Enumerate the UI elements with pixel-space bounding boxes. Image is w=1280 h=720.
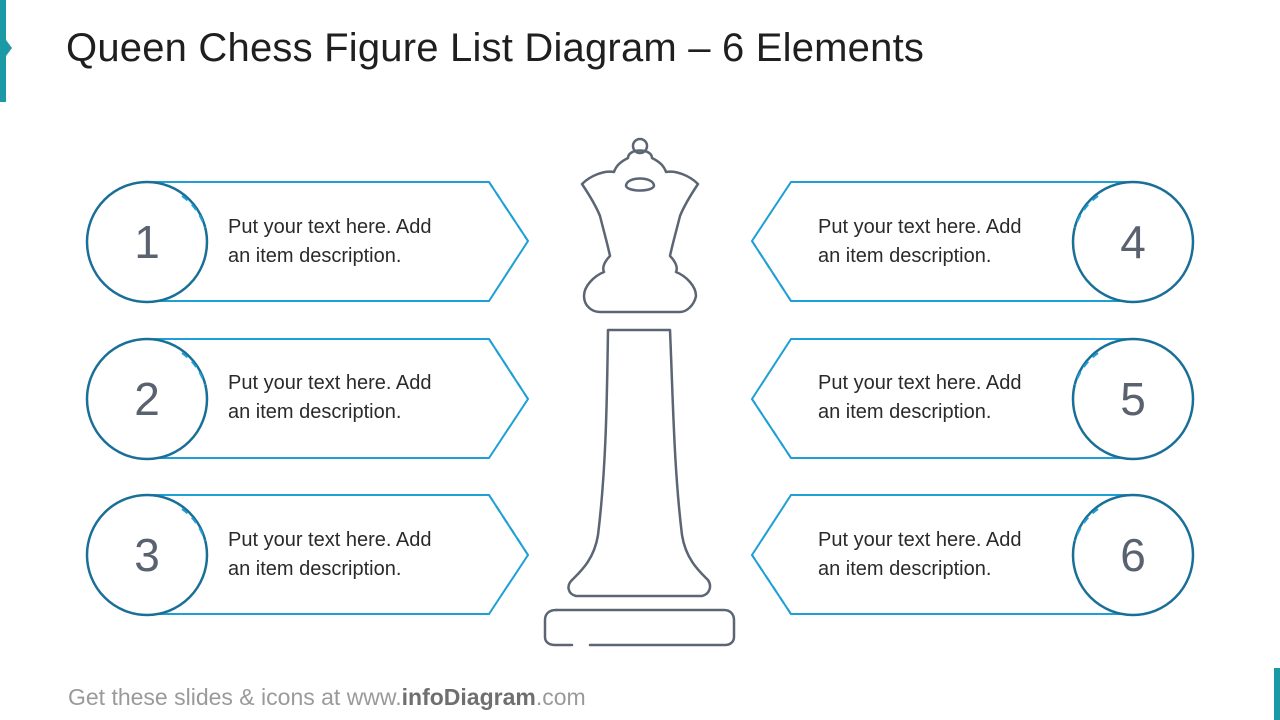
item-text-5: Put your text here. Add an item descript… xyxy=(818,369,1068,427)
item-text-2: Put your text here. Add an item descript… xyxy=(228,369,478,427)
dash-arc-6b xyxy=(751,554,792,615)
item-text-4-line-1: Put your text here. Add xyxy=(818,216,1022,238)
left-accent-bar xyxy=(0,0,12,102)
number-circle-3 xyxy=(85,493,209,617)
footer-brand: infoDiagram xyxy=(401,684,536,710)
item-text-4: Put your text here. Add an item descript… xyxy=(818,213,1068,271)
item-number-1: 1 xyxy=(134,216,160,268)
number-circle-5 xyxy=(1071,337,1195,461)
number-circle-2 xyxy=(85,337,209,461)
dash-arc-5b xyxy=(751,398,792,459)
dash-arc-3 xyxy=(181,508,206,542)
dash-arc-2 xyxy=(181,352,206,386)
item-text-3-line-1: Put your text here. Add xyxy=(228,529,432,551)
item-text-2-line-1: Put your text here. Add xyxy=(228,372,432,394)
item-text-1-line-1: Put your text here. Add xyxy=(228,216,432,238)
footer-link[interactable]: Get these slides & icons at www.infoDiag… xyxy=(68,684,586,711)
item-number-3: 3 xyxy=(134,529,160,581)
item-text-6-line-1: Put your text here. Add xyxy=(818,529,1022,551)
item-text-3-line-2: an item description. xyxy=(228,558,402,580)
item-number-6: 6 xyxy=(1120,529,1146,581)
item-number-4: 4 xyxy=(1120,216,1146,268)
page-title: Queen Chess Figure List Diagram – 6 Elem… xyxy=(66,26,925,70)
number-circle-6 xyxy=(1071,493,1195,617)
item-text-6-line-2: an item description. xyxy=(818,558,992,580)
item-text-2-line-2: an item description. xyxy=(228,401,402,423)
item-text-4-line-2: an item description. xyxy=(818,245,992,267)
right-accent-bar xyxy=(1274,668,1280,720)
footer-suffix: .com xyxy=(535,684,586,710)
dash-arc-1 xyxy=(181,195,206,229)
number-circle-4 xyxy=(1071,180,1195,304)
item-text-5-line-2: an item description. xyxy=(818,401,992,423)
number-circle-1 xyxy=(85,180,209,304)
dash-arc-4 xyxy=(1074,195,1099,229)
item-number-2: 2 xyxy=(134,373,160,425)
dash-arc-1b xyxy=(488,181,529,242)
dash-arc-5 xyxy=(1074,352,1099,386)
queen-chess-piece-icon xyxy=(543,137,736,647)
item-text-3: Put your text here. Add an item descript… xyxy=(228,526,478,584)
dash-arc-6 xyxy=(1074,508,1099,542)
item-text-1: Put your text here. Add an item descript… xyxy=(228,213,478,271)
item-text-1-line-2: an item description. xyxy=(228,245,402,267)
item-text-6: Put your text here. Add an item descript… xyxy=(818,526,1068,584)
item-text-5-line-1: Put your text here. Add xyxy=(818,372,1022,394)
footer-prefix: Get these slides & icons at www. xyxy=(68,684,402,710)
item-number-5: 5 xyxy=(1120,373,1146,425)
